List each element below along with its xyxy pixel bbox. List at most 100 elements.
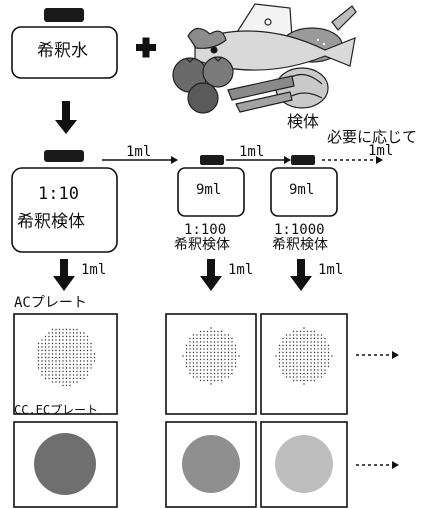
colony-dot	[320, 334, 323, 336]
transfer-volume-2: 1ml	[239, 144, 265, 160]
colony-dot	[220, 355, 223, 357]
colony-dot	[185, 358, 188, 361]
colony-dot	[76, 377, 78, 380]
colony-dot	[44, 367, 47, 369]
colony-dot	[231, 369, 233, 371]
colony-dot	[203, 337, 205, 340]
colony-dot	[320, 341, 323, 343]
colony-dot	[203, 369, 205, 371]
colony-dot	[83, 346, 85, 348]
colony-dot	[327, 348, 330, 350]
colony-dot	[192, 348, 195, 350]
tube-2-body	[177, 167, 245, 217]
colony-dot	[62, 335, 64, 338]
colony-dot	[292, 330, 295, 333]
colony-dot	[199, 344, 202, 347]
colony-dot	[320, 372, 323, 375]
colony-dot	[44, 360, 47, 362]
colony-dot	[83, 353, 85, 355]
colony-dot	[282, 337, 284, 340]
colony-dot	[185, 348, 188, 350]
ac-plate-2	[165, 313, 257, 415]
colony-dot	[313, 334, 316, 336]
colony-dot	[303, 369, 305, 371]
colony-dot	[278, 355, 281, 357]
colony-dot	[76, 374, 78, 376]
colony-dot	[76, 342, 78, 345]
tube-2	[177, 155, 245, 217]
ccec-plate-2-colony	[182, 435, 240, 493]
colony-dot	[278, 344, 281, 347]
colony-dot	[51, 349, 54, 352]
colony-dot	[234, 362, 237, 364]
colony-dot	[69, 370, 71, 373]
colony-dot	[196, 344, 198, 347]
colony-dot	[41, 346, 43, 348]
colony-dot	[238, 355, 240, 357]
colony-dot	[86, 370, 89, 373]
colony-dot	[69, 377, 71, 380]
colony-dot	[76, 349, 78, 352]
colony-dot	[213, 334, 216, 336]
colony-dot	[313, 365, 316, 368]
colony-dot	[282, 358, 284, 361]
colony-dot	[192, 337, 195, 340]
colony-dot	[76, 346, 78, 348]
colony-dot	[327, 362, 330, 364]
tube-2-content: 9ml	[196, 182, 222, 198]
colony-dot	[217, 355, 219, 357]
colony-dot	[203, 348, 205, 350]
colony-dot	[282, 362, 284, 364]
colony-dot	[55, 370, 57, 373]
colony-dot	[55, 374, 57, 376]
colony-dot	[189, 372, 191, 375]
colony-dot	[58, 370, 61, 373]
plating-arrow-3	[290, 259, 312, 291]
colony-dot	[185, 351, 188, 354]
colony-dot	[79, 377, 82, 380]
colony-dot	[90, 342, 92, 345]
tube-3-content: 9ml	[289, 182, 315, 198]
colony-dot	[48, 342, 50, 345]
ac-plate-1	[13, 313, 118, 415]
colony-dot	[299, 376, 302, 378]
colony-dot	[196, 341, 198, 343]
colony-dot	[55, 349, 57, 352]
colony-dot	[327, 355, 330, 357]
colony-dot	[206, 362, 209, 364]
colony-dot	[313, 369, 316, 371]
colony-dot	[206, 355, 209, 357]
colony-dot	[224, 372, 226, 375]
colony-dot	[86, 374, 89, 376]
colony-dot	[224, 344, 226, 347]
colony-dot	[65, 360, 68, 362]
colony-dot	[206, 348, 209, 350]
colony-dot	[196, 334, 198, 336]
colony-dot	[83, 367, 85, 369]
colony-dot	[55, 342, 57, 345]
colony-dot	[296, 334, 298, 336]
colony-dot	[72, 335, 75, 338]
colony-dot	[313, 372, 316, 375]
colony-dot	[306, 355, 309, 357]
colony-dot	[69, 374, 71, 376]
colony-dot	[196, 372, 198, 375]
colony-dot	[51, 370, 54, 373]
colony-dot	[48, 339, 50, 341]
colony-dot	[44, 349, 47, 352]
colony-dot	[72, 332, 75, 334]
colony-dot	[72, 339, 75, 341]
colony-dot	[289, 372, 291, 375]
colony-dot	[37, 353, 40, 355]
colony-dot	[210, 351, 212, 354]
colony-dot	[213, 348, 216, 350]
colony-dot	[292, 358, 295, 361]
colony-dot	[69, 367, 71, 369]
colony-dot	[44, 339, 47, 341]
colony-dot	[313, 337, 316, 340]
colony-dot	[41, 353, 43, 355]
colony-dot	[65, 367, 68, 369]
colony-dot	[65, 346, 68, 348]
colony-dot	[282, 344, 284, 347]
colony-dot	[220, 351, 223, 354]
